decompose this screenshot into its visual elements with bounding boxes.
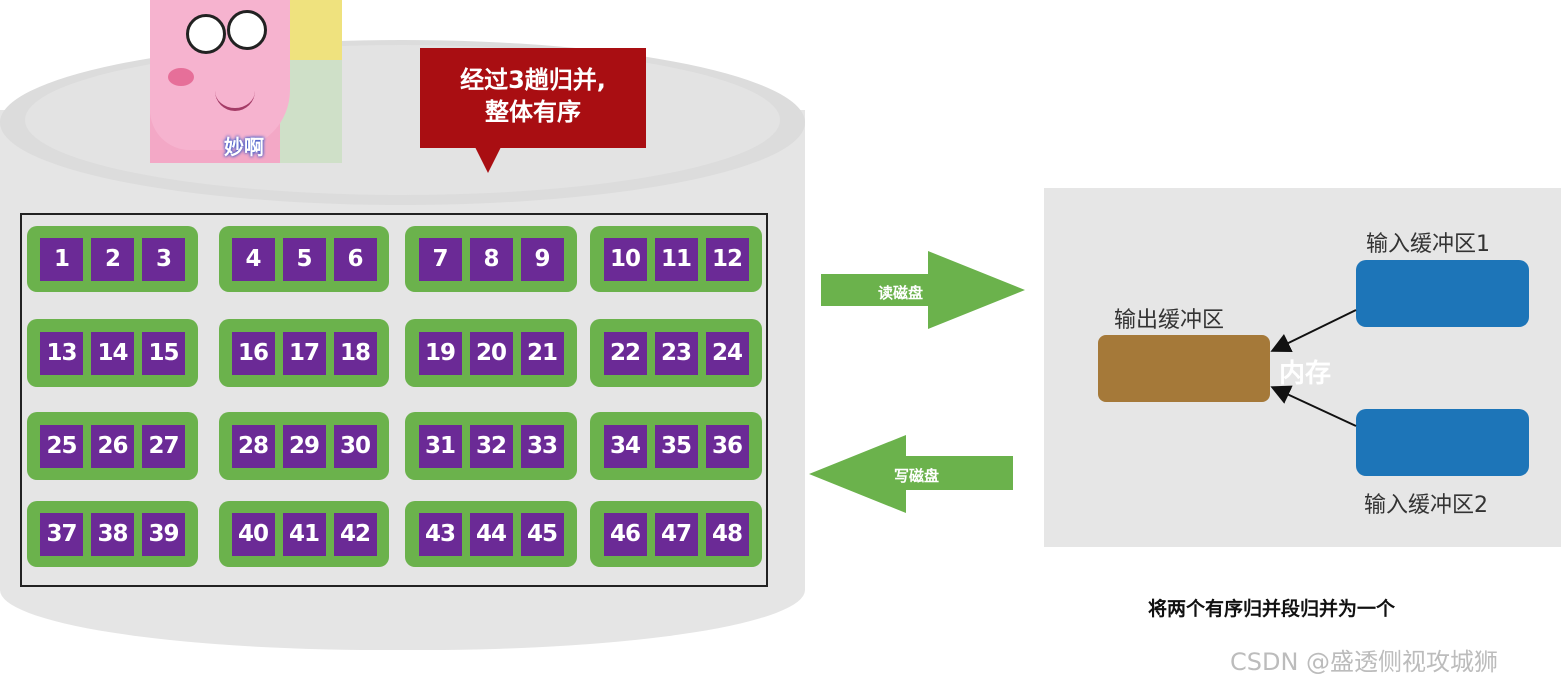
glasses-left-icon <box>186 14 226 54</box>
record-cell: 30 <box>333 424 377 468</box>
record-cell: 15 <box>142 331 185 375</box>
record-cell: 5 <box>282 237 326 281</box>
record-cell: 24 <box>705 331 749 375</box>
watermark: CSDN @盛透侧视攻城狮 <box>1230 648 1499 676</box>
record-cell: 1 <box>40 237 83 281</box>
record-cell: 32 <box>469 424 513 468</box>
record-cell: 46 <box>603 512 647 556</box>
record-cell: 6 <box>333 237 377 281</box>
pig-mouth <box>215 88 255 111</box>
diagram-caption: 将两个有序归并段归并为一个 <box>1148 598 1396 620</box>
read-disk-arrow-icon <box>821 251 1025 329</box>
record-cell: 42 <box>333 512 377 556</box>
memory-label: 内存 <box>1279 359 1332 389</box>
input-buffer-2-label: 输入缓冲区2 <box>1364 493 1488 518</box>
record-cell: 10 <box>603 237 647 281</box>
output-buffer-label: 输出缓冲区 <box>1114 308 1225 333</box>
record-cell: 29 <box>282 424 326 468</box>
record-cell: 44 <box>469 512 513 556</box>
record-cell: 19 <box>418 331 462 375</box>
record-cell: 37 <box>40 512 83 556</box>
record-cell: 14 <box>91 331 134 375</box>
record-cell: 43 <box>418 512 462 556</box>
record-cell: 17 <box>282 331 326 375</box>
record-cell: 11 <box>654 237 698 281</box>
callout-tail <box>475 147 501 173</box>
record-cell: 16 <box>231 331 275 375</box>
glasses-right-icon <box>227 10 267 50</box>
meme-background-newspaper <box>280 60 342 163</box>
record-cell: 33 <box>520 424 564 468</box>
record-cell: 13 <box>40 331 83 375</box>
record-cell: 7 <box>418 237 462 281</box>
record-cell: 48 <box>705 512 749 556</box>
record-cell: 31 <box>418 424 462 468</box>
record-cell: 47 <box>654 512 698 556</box>
meme-caption: 妙啊 <box>224 135 264 159</box>
input-buffer-1-label: 输入缓冲区1 <box>1366 232 1490 257</box>
record-cell: 21 <box>520 331 564 375</box>
record-cell: 8 <box>469 237 513 281</box>
record-cell: 26 <box>91 424 134 468</box>
record-cell: 22 <box>603 331 647 375</box>
record-cell: 28 <box>231 424 275 468</box>
record-cell: 18 <box>333 331 377 375</box>
input-buffer-2 <box>1356 409 1529 476</box>
record-cell: 34 <box>603 424 647 468</box>
callout-box: 经过3趟归并, 整体有序 <box>420 48 646 148</box>
record-cell: 35 <box>654 424 698 468</box>
record-cell: 40 <box>231 512 275 556</box>
record-cell: 45 <box>520 512 564 556</box>
record-cell: 4 <box>231 237 275 281</box>
record-cell: 39 <box>142 512 185 556</box>
record-cell: 20 <box>469 331 513 375</box>
record-cell: 23 <box>654 331 698 375</box>
write-disk-arrow-icon <box>809 435 1013 513</box>
record-cell: 3 <box>142 237 185 281</box>
disk-data-frame <box>20 213 768 587</box>
record-cell: 9 <box>520 237 564 281</box>
callout-line-1: 经过3趟归并, <box>460 66 606 94</box>
read-disk-label: 读磁盘 <box>878 284 924 302</box>
record-cell: 41 <box>282 512 326 556</box>
record-cell: 36 <box>705 424 749 468</box>
record-cell: 2 <box>91 237 134 281</box>
record-cell: 27 <box>142 424 185 468</box>
pig-cheek <box>168 68 194 86</box>
write-disk-label: 写磁盘 <box>894 467 940 485</box>
record-cell: 25 <box>40 424 83 468</box>
record-cell: 38 <box>91 512 134 556</box>
output-buffer <box>1098 335 1270 402</box>
record-cell: 12 <box>705 237 749 281</box>
input-buffer-1 <box>1356 260 1529 327</box>
callout-line-2: 整体有序 <box>485 98 581 126</box>
merge-arrows-icon <box>1270 309 1357 427</box>
